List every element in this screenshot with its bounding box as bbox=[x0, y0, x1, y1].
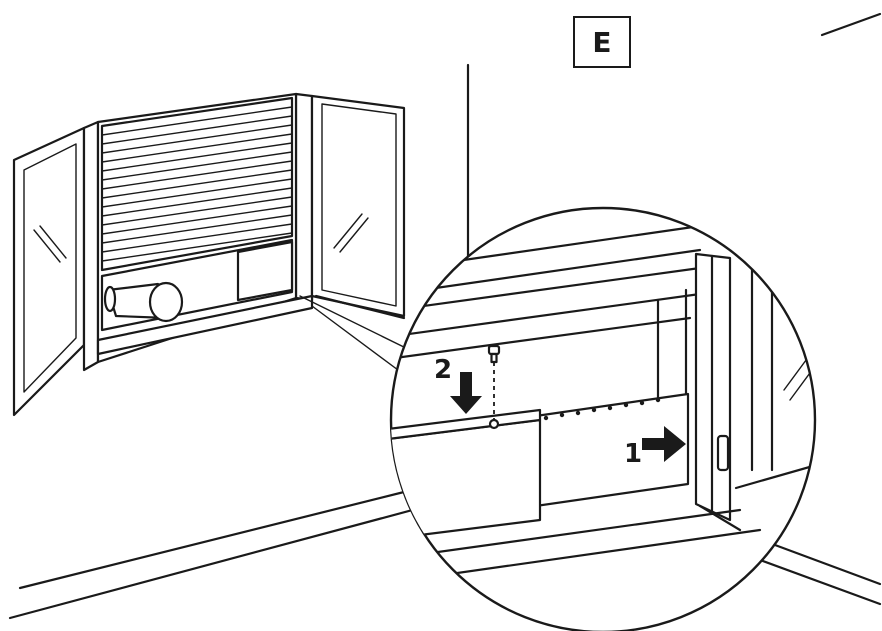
exhaust-hose-icon bbox=[103, 281, 184, 323]
arrow-down-icon bbox=[450, 372, 482, 414]
step-2-number: 2 bbox=[434, 355, 452, 385]
magnifier-leader bbox=[299, 295, 415, 371]
roller-shutter bbox=[100, 96, 294, 272]
step-1-number: 1 bbox=[624, 439, 642, 469]
left-window-sash bbox=[12, 126, 86, 417]
right-window-sash bbox=[310, 94, 406, 320]
panel-label: E bbox=[573, 16, 631, 68]
screw-icon bbox=[487, 344, 501, 420]
arrow-right-icon bbox=[642, 426, 686, 462]
magnified-detail bbox=[389, 206, 817, 631]
